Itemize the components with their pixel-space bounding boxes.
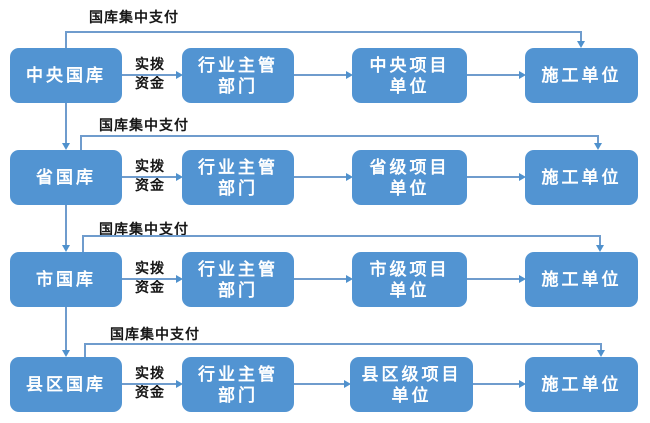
fund-label-line1: 实拨 bbox=[135, 367, 165, 382]
bypass-label: 国库集中支付 bbox=[110, 328, 200, 343]
contractor-box: 施工单位 bbox=[525, 252, 638, 307]
bypass-line bbox=[82, 235, 601, 237]
arrowhead-down-icon bbox=[597, 350, 605, 357]
bypass-line bbox=[80, 135, 599, 137]
contractor-box: 施工单位 bbox=[525, 357, 638, 412]
bypass-stub-line bbox=[84, 344, 86, 357]
bypass-stub-line bbox=[82, 236, 84, 252]
fund-label-line2: 资金 bbox=[135, 386, 165, 401]
arrowhead-right-icon bbox=[519, 275, 526, 283]
treasury-chain-line bbox=[65, 205, 67, 246]
connector-line bbox=[122, 74, 176, 76]
arrowhead-right-icon bbox=[346, 275, 353, 283]
treasury-box: 县区国库 bbox=[10, 357, 122, 412]
connector-line bbox=[294, 74, 346, 76]
bypass-line bbox=[65, 31, 582, 33]
connector-line bbox=[467, 278, 519, 280]
connector-line bbox=[122, 176, 176, 178]
dept-label-line2: 部门 bbox=[218, 385, 258, 405]
bypass-drop-line bbox=[597, 135, 599, 143]
dept-label-line2: 部门 bbox=[218, 178, 258, 198]
arrowhead-right-icon bbox=[519, 71, 526, 79]
bypass-stub-line bbox=[65, 32, 67, 48]
treasury-box: 省国库 bbox=[10, 150, 122, 205]
dept-box: 行业主管 部门 bbox=[182, 252, 294, 307]
contractor-box: 施工单位 bbox=[525, 48, 638, 103]
dept-label-line2: 部门 bbox=[218, 280, 258, 300]
connector-line bbox=[467, 176, 519, 178]
project-box: 市级项目 单位 bbox=[352, 252, 467, 307]
dept-label-line2: 部门 bbox=[218, 76, 258, 96]
arrowhead-right-icon bbox=[176, 173, 183, 181]
fund-label-line2: 资金 bbox=[135, 281, 165, 296]
connector-line bbox=[294, 278, 346, 280]
project-box: 县区级项目 单位 bbox=[350, 357, 473, 412]
fund-transfer-label: 实拨 资金 bbox=[124, 365, 176, 403]
project-label-line2: 单位 bbox=[389, 280, 430, 300]
connector-line bbox=[467, 74, 519, 76]
arrowhead-right-icon bbox=[346, 173, 353, 181]
arrowhead-down-icon bbox=[577, 41, 585, 48]
contractor-box: 施工单位 bbox=[525, 150, 638, 205]
project-label-line1: 省级项目 bbox=[369, 157, 450, 177]
arrowhead-right-icon bbox=[346, 71, 353, 79]
arrowhead-right-icon bbox=[176, 275, 183, 283]
bypass-drop-line bbox=[580, 31, 582, 41]
treasury-chain-line bbox=[65, 103, 67, 144]
bypass-drop-line bbox=[600, 343, 602, 350]
project-label-line1: 中央项目 bbox=[369, 55, 450, 75]
bypass-label: 国库集中支付 bbox=[89, 11, 179, 26]
connector-line bbox=[473, 383, 519, 385]
dept-box: 行业主管 部门 bbox=[182, 150, 294, 205]
fund-label-line1: 实拨 bbox=[135, 58, 165, 73]
dept-box: 行业主管 部门 bbox=[182, 357, 294, 412]
dept-label-line1: 行业主管 bbox=[198, 364, 278, 384]
dept-box: 行业主管 部门 bbox=[182, 48, 294, 103]
fund-label-line2: 资金 bbox=[135, 77, 165, 92]
dept-label-line1: 行业主管 bbox=[198, 157, 278, 177]
arrowhead-down-icon bbox=[594, 143, 602, 150]
arrowhead-right-icon bbox=[344, 380, 351, 388]
fund-transfer-label: 实拨 资金 bbox=[124, 56, 176, 94]
fund-transfer-label: 实拨 资金 bbox=[124, 260, 176, 298]
arrowhead-down-icon bbox=[62, 245, 70, 252]
bypass-line bbox=[84, 343, 602, 345]
fund-label-line1: 实拨 bbox=[135, 160, 165, 175]
treasury-chain-line bbox=[65, 307, 67, 351]
treasury-box: 中央国库 bbox=[10, 48, 122, 103]
project-label-line2: 单位 bbox=[389, 76, 430, 96]
arrowhead-down-icon bbox=[596, 245, 604, 252]
project-box: 省级项目 单位 bbox=[352, 150, 467, 205]
project-label-line1: 市级项目 bbox=[369, 259, 450, 279]
project-label-line1: 县区级项目 bbox=[361, 364, 462, 384]
arrowhead-right-icon bbox=[519, 380, 526, 388]
treasury-box: 市国库 bbox=[10, 252, 122, 307]
arrowhead-down-icon bbox=[62, 350, 70, 357]
arrowhead-right-icon bbox=[176, 71, 183, 79]
connector-line bbox=[294, 383, 344, 385]
bypass-label: 国库集中支付 bbox=[99, 119, 189, 134]
connector-line bbox=[294, 176, 346, 178]
arrowhead-right-icon bbox=[176, 380, 183, 388]
arrowhead-right-icon bbox=[519, 173, 526, 181]
project-box: 中央项目 单位 bbox=[352, 48, 467, 103]
dept-label-line1: 行业主管 bbox=[198, 55, 278, 75]
fund-transfer-label: 实拨 资金 bbox=[124, 158, 176, 196]
connector-line bbox=[122, 383, 176, 385]
bypass-label: 国库集中支付 bbox=[99, 223, 189, 238]
dept-label-line1: 行业主管 bbox=[198, 259, 278, 279]
fund-label-line1: 实拨 bbox=[135, 262, 165, 277]
project-label-line2: 单位 bbox=[391, 385, 432, 405]
bypass-stub-line bbox=[80, 136, 82, 150]
connector-line bbox=[122, 278, 176, 280]
arrowhead-down-icon bbox=[62, 143, 70, 150]
project-label-line2: 单位 bbox=[389, 178, 430, 198]
bypass-drop-line bbox=[599, 235, 601, 245]
fund-label-line2: 资金 bbox=[135, 179, 165, 194]
